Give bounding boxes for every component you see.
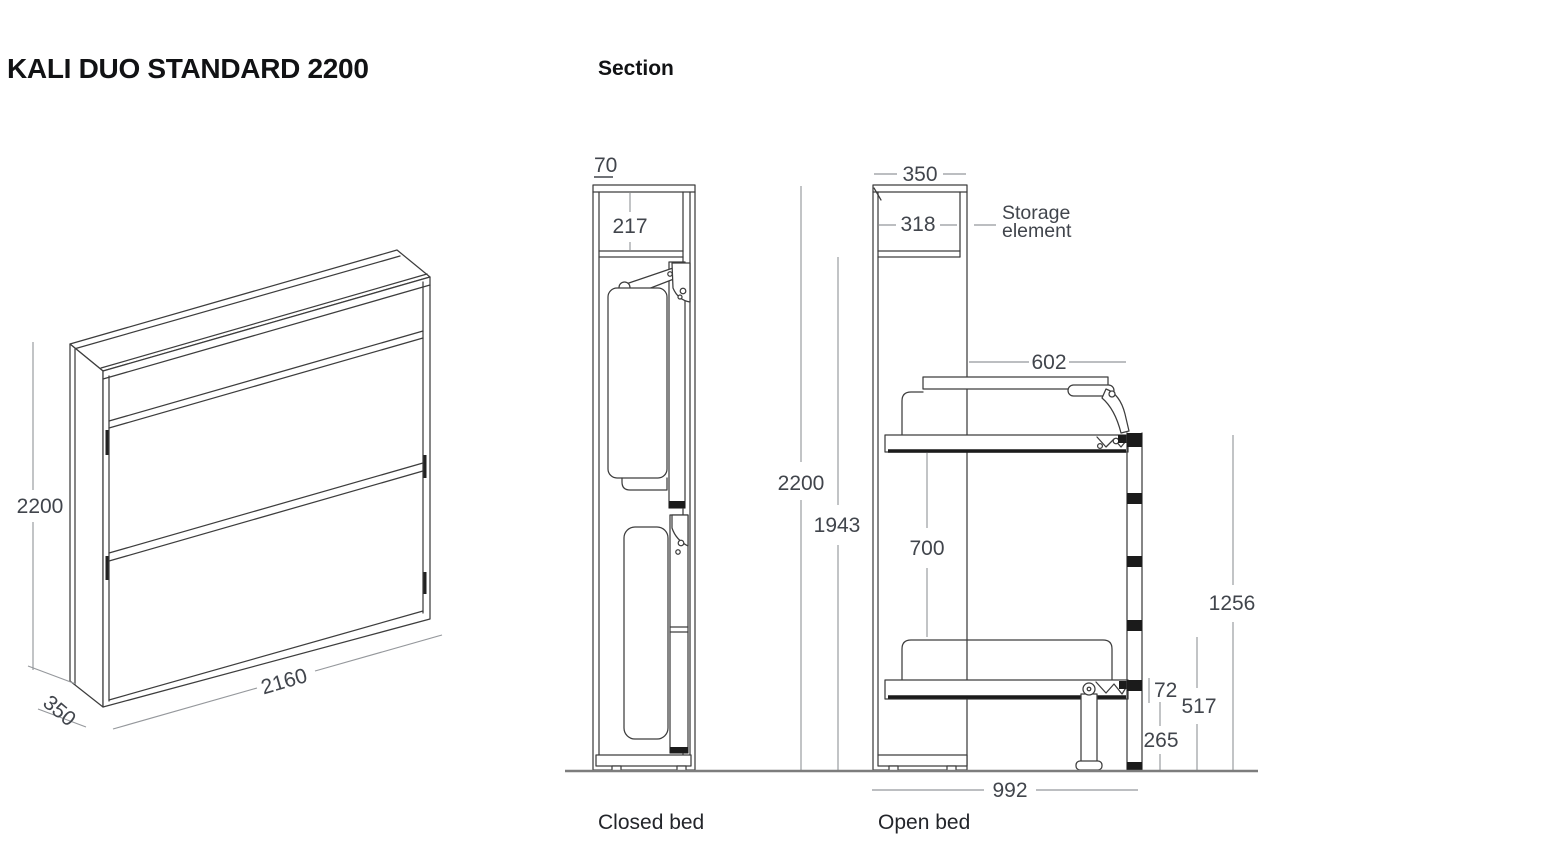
upper-bunk-safety-rail <box>1067 384 1115 397</box>
cabinet-front-face <box>102 276 431 708</box>
dim-open-bunk-clearance: 700 <box>909 537 944 560</box>
ladder <box>1126 432 1143 771</box>
dim-closed-total-height: 2200 <box>778 472 825 495</box>
dim-open-upper-height: 1256 <box>1209 592 1256 615</box>
dim-open-under-clearance: 265 <box>1143 729 1178 752</box>
dim-open-floor-projection: 992 <box>992 779 1027 802</box>
dim-open-depth: 350 <box>902 163 937 186</box>
dim-closed-front-height: 1943 <box>814 514 861 537</box>
page-title: KALI DUO STANDARD 2200 <box>7 53 369 84</box>
dim-open-platform-thickness: 72 <box>1154 679 1177 702</box>
dim-iso-height: 2200 <box>17 495 64 518</box>
storage-element-note-line2: element <box>1002 220 1072 242</box>
support-leg <box>1080 693 1098 763</box>
open-bed-label: Open bed <box>878 811 970 834</box>
dim-open-bed-depth: 602 <box>1031 351 1066 374</box>
closed-lower-bunk <box>623 514 689 754</box>
closed-bed-label: Closed bed <box>598 811 704 834</box>
dim-open-storage-inner: 318 <box>900 213 935 236</box>
dim-closed-top-panel: 70 <box>594 154 617 177</box>
open-lower-bunk <box>884 639 1129 771</box>
dim-iso-depth: 350 <box>38 691 80 731</box>
dim-open-lower-height: 517 <box>1181 695 1216 718</box>
open-bed-section: 350 318 Storage element 602 70 <box>872 163 1255 834</box>
open-upper-bunk <box>884 376 1130 453</box>
section-heading: Section <box>598 57 674 80</box>
closed-bed-section: 217 70 <box>592 154 861 834</box>
storage-element-note-line1: Storage <box>1002 202 1070 224</box>
dim-iso-width: 2160 <box>259 664 310 699</box>
isometric-view: 2200 350 2160 <box>17 249 443 731</box>
dim-closed-storage: 217 <box>612 215 647 238</box>
closed-upper-bunk <box>607 261 691 509</box>
